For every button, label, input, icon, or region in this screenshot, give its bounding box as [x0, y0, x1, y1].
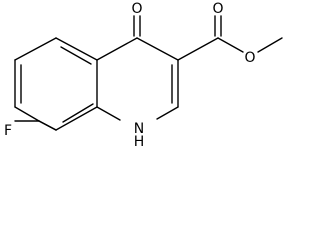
- atom-label-fluorine: F: [4, 123, 12, 139]
- atom-label-nitrogen-hydrogen: H: [134, 134, 145, 148]
- atom-label-o-ketone: O: [131, 1, 142, 17]
- bond: [55, 37, 98, 61]
- bond: [177, 37, 219, 61]
- bond: [257, 37, 283, 53]
- bond: [14, 106, 40, 122]
- atom-label-o-ester-ether: O: [244, 50, 255, 66]
- bond: [55, 106, 98, 131]
- atom-label-nitrogen: N: [134, 121, 144, 137]
- bond: [60, 46, 92, 65]
- chemical-structure-diagram: O O O F N H: [4, 1, 283, 148]
- bond: [136, 37, 179, 61]
- bond: [156, 106, 179, 120]
- bond: [62, 103, 94, 123]
- bond: [96, 37, 138, 61]
- bond: [96, 106, 121, 121]
- atom-label-o-ester-carbonyl: O: [212, 1, 223, 17]
- bond: [217, 37, 244, 53]
- bond: [14, 37, 57, 61]
- bond: [38, 120, 57, 131]
